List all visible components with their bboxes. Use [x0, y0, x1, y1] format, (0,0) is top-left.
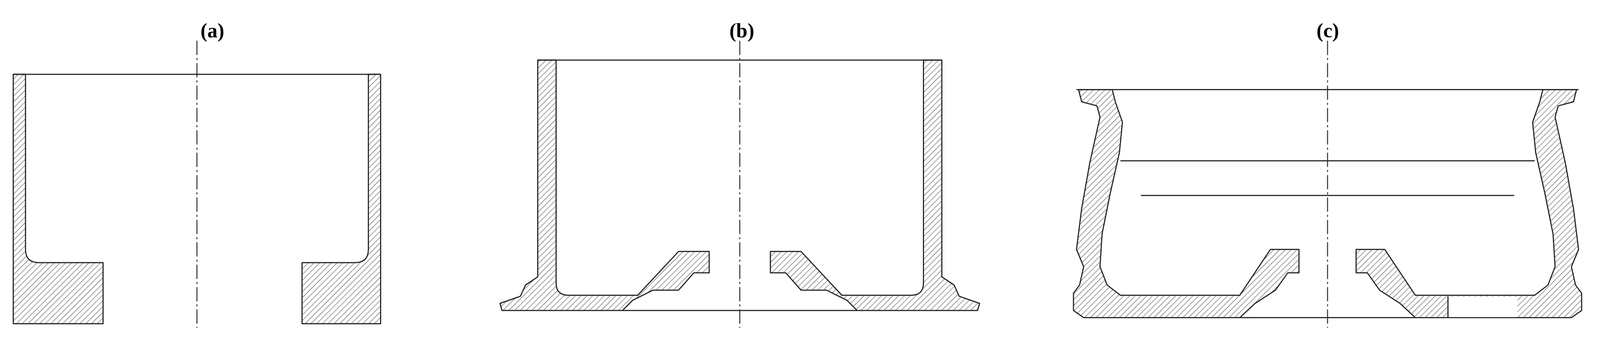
axis-line — [196, 40, 198, 328]
preform-left-section — [500, 60, 710, 311]
billet-right-section — [301, 74, 381, 325]
panel-label: (a) — [200, 20, 225, 41]
panel-label: (c) — [1316, 20, 1340, 41]
preform-right-section — [770, 60, 980, 311]
axis-line — [1326, 40, 1328, 328]
axis-line — [739, 40, 741, 328]
wheel-left-section — [1073, 89, 1299, 318]
billet-left-section — [13, 74, 104, 325]
spoke-window — [1447, 297, 1518, 318]
wheel-right-section — [1356, 89, 1582, 318]
panel-label: (b) — [729, 20, 755, 41]
